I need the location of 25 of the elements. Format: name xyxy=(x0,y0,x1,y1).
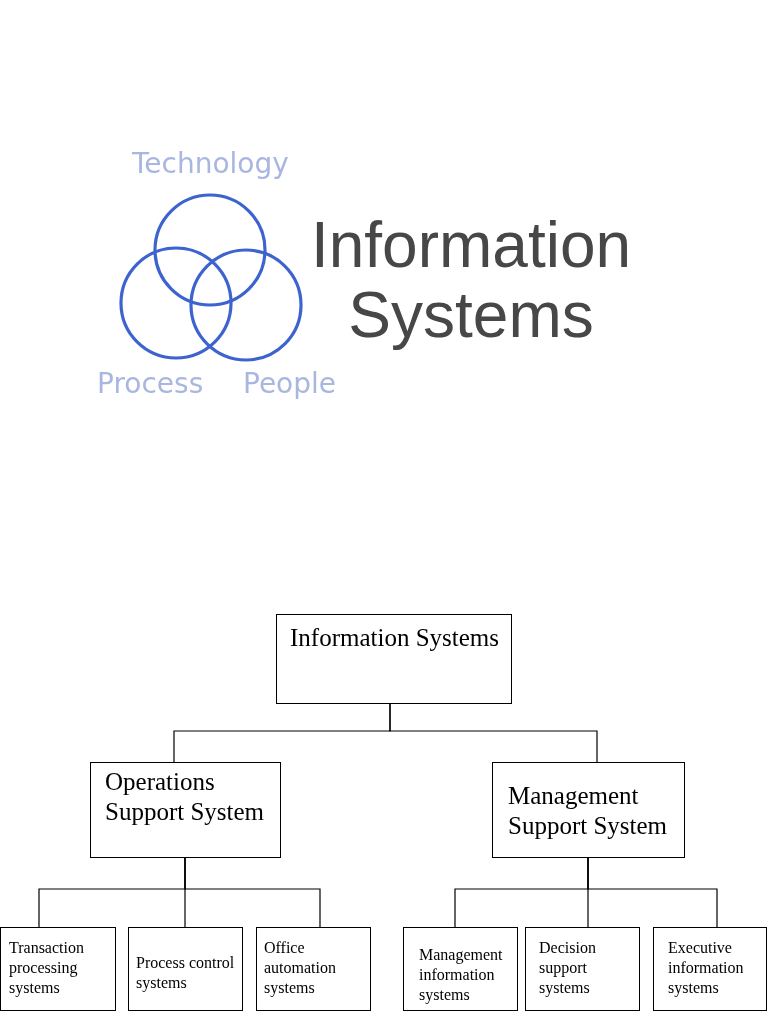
circle-label: Process xyxy=(97,368,204,400)
category-box xyxy=(525,927,640,1011)
category-box xyxy=(276,614,512,704)
connector-line xyxy=(389,703,598,763)
category-label: Transaction processing systems xyxy=(9,938,85,998)
category-label: Office automation systems xyxy=(264,938,337,998)
category-label: Process control systems xyxy=(136,953,236,993)
category-box xyxy=(90,762,281,858)
category-box xyxy=(403,927,518,1011)
category-label: Management Support System xyxy=(508,781,669,841)
category-box xyxy=(256,927,371,1011)
category-box xyxy=(0,927,116,1011)
category-label: Information Systems xyxy=(290,623,499,653)
category-box xyxy=(653,927,767,1011)
category-label: Decision support systems xyxy=(539,938,597,998)
category-label: Executive information systems xyxy=(668,938,745,998)
category-label: Operations Support System xyxy=(105,767,266,827)
connector-line xyxy=(587,857,718,928)
category-box xyxy=(128,927,243,1011)
category-label: Management information systems xyxy=(419,945,504,1005)
circle-label: Technology xyxy=(132,148,289,180)
connector-line xyxy=(184,857,321,928)
circle-label: People xyxy=(243,368,337,400)
title-text: Information Systems xyxy=(309,210,633,350)
category-box xyxy=(492,762,685,858)
